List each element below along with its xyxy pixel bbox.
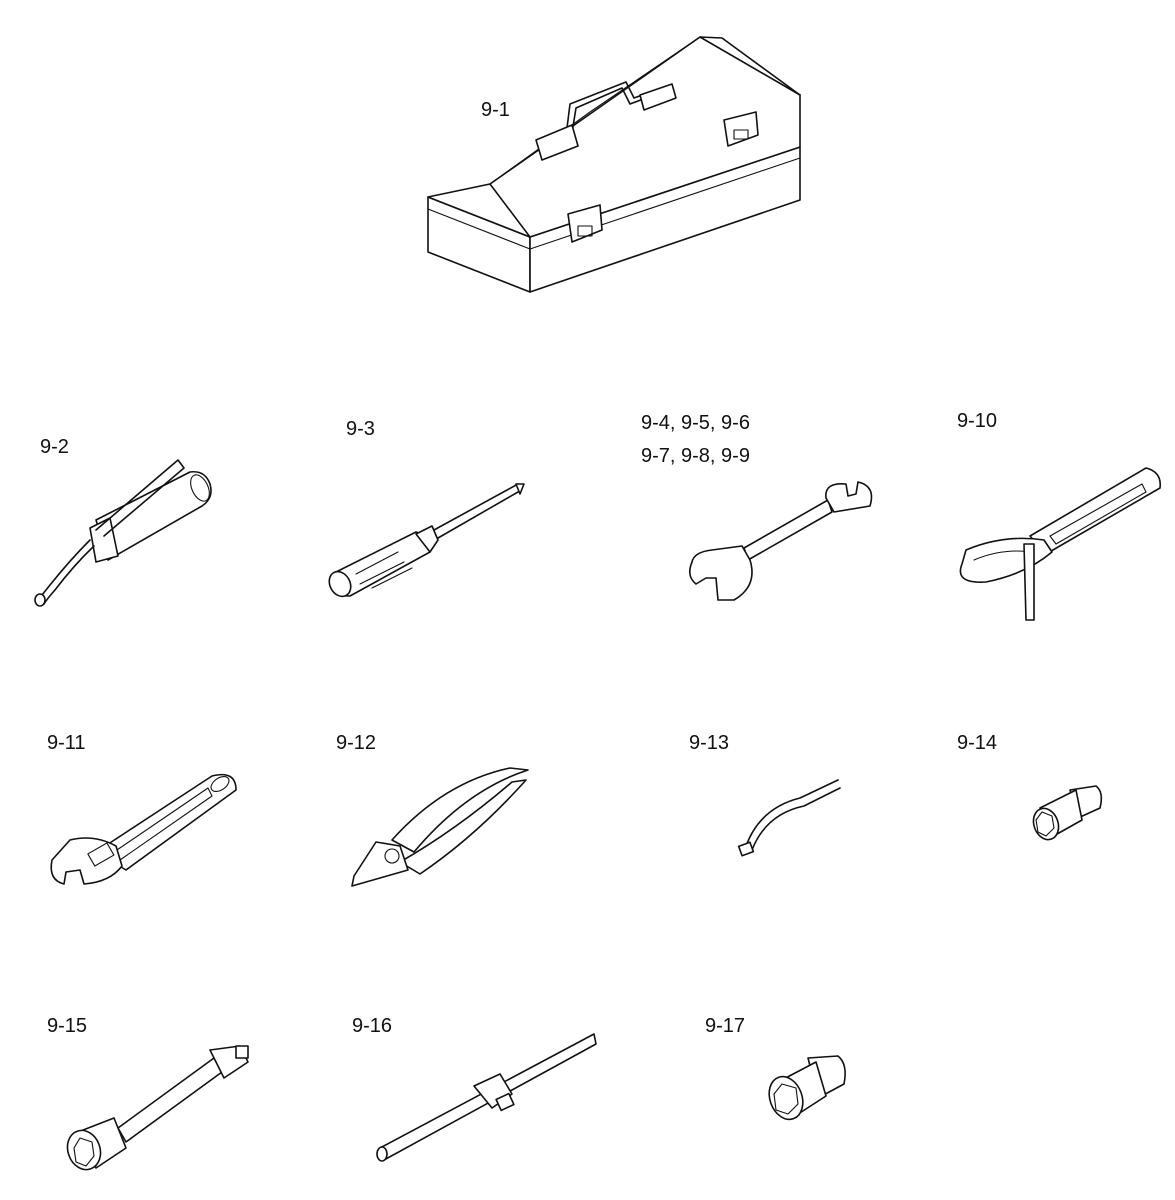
toolbox-icon (427, 36, 801, 293)
extension-socket-icon (66, 1045, 249, 1171)
strap-wrench-icon (959, 467, 1162, 621)
label-9-17: 9-17 (705, 1015, 746, 1037)
pliers-icon (351, 767, 529, 887)
label-9-3: 9-3 (346, 418, 375, 440)
adjustable-wrench-icon (50, 773, 237, 885)
label-9-11: 9-11 (47, 732, 86, 754)
label-9-16: 9-16 (352, 1015, 393, 1037)
screwdriver-icon (328, 483, 525, 598)
label-9-13: 9-13 (689, 732, 730, 754)
extension-nozzle-icon (737, 779, 841, 857)
t-handle-icon (376, 1033, 597, 1162)
socket-large-icon (768, 1055, 846, 1121)
socket-small-icon (1032, 785, 1103, 841)
label-9-10: 9-10 (957, 410, 998, 432)
label-9-15: 9-15 (47, 1015, 88, 1037)
label-9-1: 9-1 (481, 99, 510, 121)
open-end-wrench-icon (688, 481, 873, 601)
grease-gun-icon (34, 459, 212, 607)
label-9-4-to-9-6: 9-4, 9-5, 9-6 (641, 412, 750, 434)
label-9-14: 9-14 (957, 732, 998, 754)
label-9-7-to-9-9: 9-7, 9-8, 9-9 (641, 445, 750, 467)
label-9-12: 9-12 (336, 732, 377, 754)
label-9-2: 9-2 (40, 436, 69, 458)
